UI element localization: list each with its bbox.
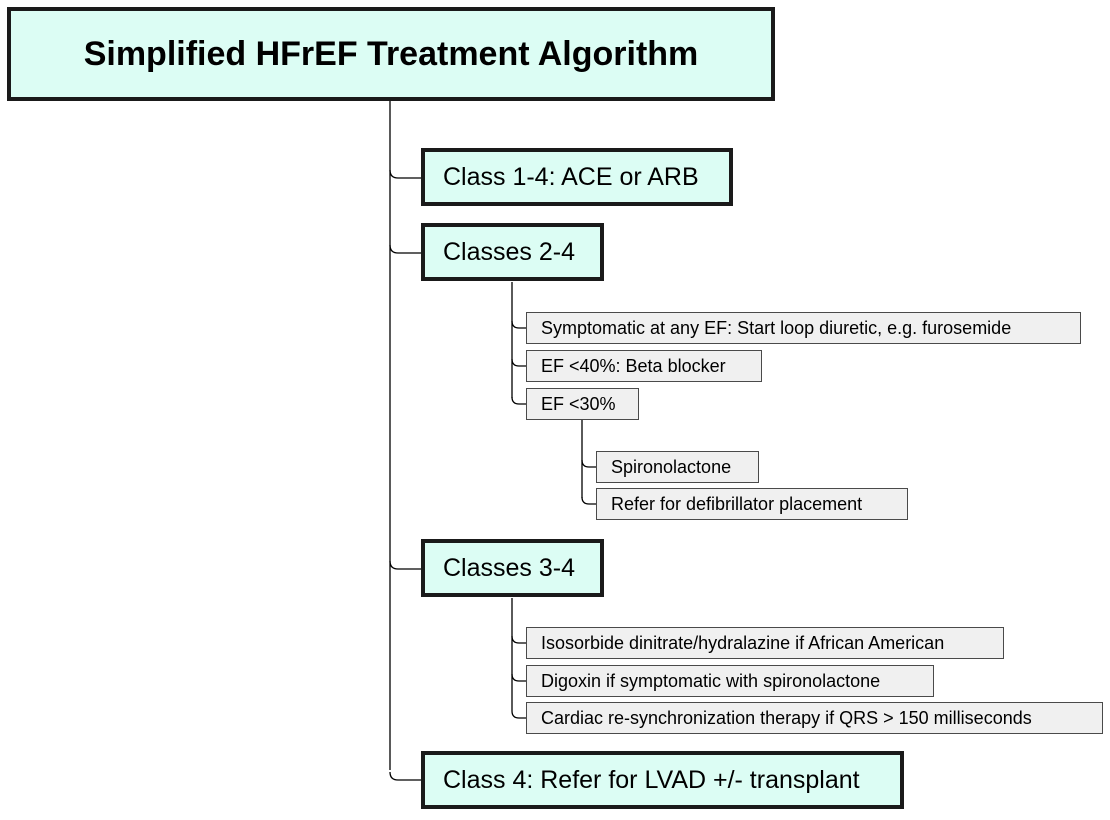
digoxin-node: Digoxin if symptomatic with spironolacto… xyxy=(526,665,934,697)
class-4-node: Class 4: Refer for LVAD +/- transplant xyxy=(421,751,904,809)
defibrillator-node: Refer for defibrillator placement xyxy=(596,488,908,520)
class-1-4-node: Class 1-4: ACE or ARB xyxy=(421,148,733,206)
classes-2-4-node: Classes 2-4 xyxy=(421,223,604,281)
beta-blocker-node: EF <40%: Beta blocker xyxy=(526,350,762,382)
isosorbide-node: Isosorbide dinitrate/hydralazine if Afri… xyxy=(526,627,1004,659)
classes-3-4-node: Classes 3-4 xyxy=(421,539,604,597)
ef-below-30-node: EF <30% xyxy=(526,388,639,420)
crt-node: Cardiac re-synchronization therapy if QR… xyxy=(526,702,1103,734)
diagram-title: Simplified HFrEF Treatment Algorithm xyxy=(7,7,775,101)
spironolactone-node: Spironolactone xyxy=(596,451,759,483)
loop-diuretic-node: Symptomatic at any EF: Start loop diuret… xyxy=(526,312,1081,344)
